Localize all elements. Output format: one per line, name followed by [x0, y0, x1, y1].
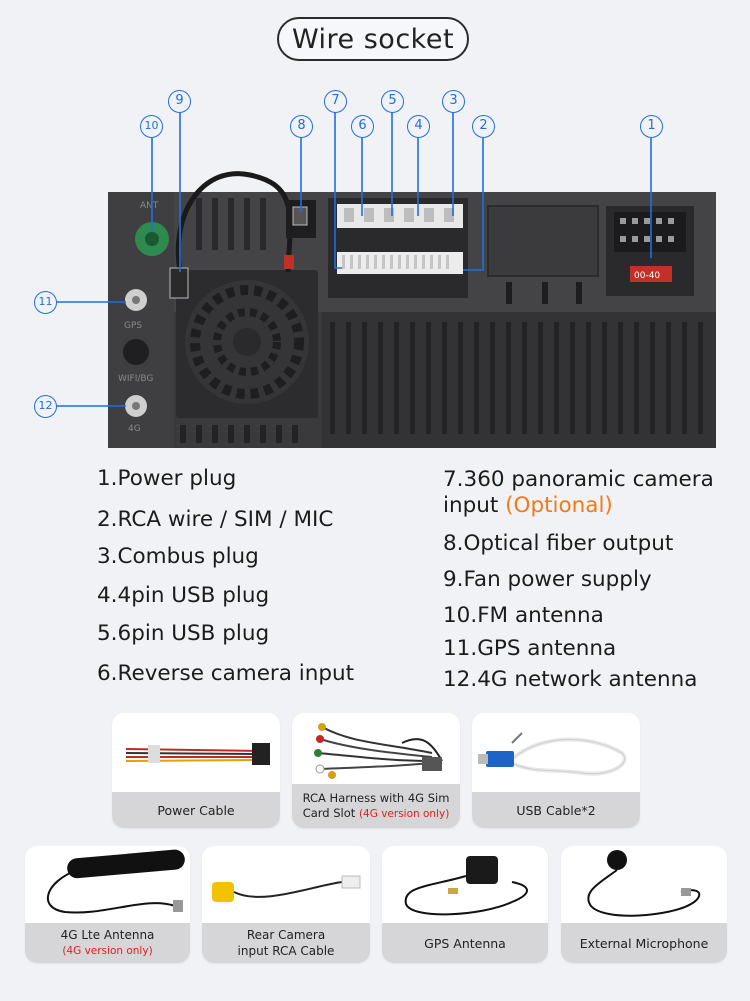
feature-item-2: 2.RCA wire / SIM / MIC — [97, 507, 334, 532]
wifi-port — [123, 339, 149, 365]
microphone-caption: External Microphone — [561, 923, 727, 963]
callout-9: 9 — [168, 90, 191, 113]
rca-harness-note: (4G version only) — [358, 807, 450, 820]
microphone-image — [587, 850, 701, 917]
callout-7: 7 — [324, 90, 347, 113]
callout-12: 12 — [34, 395, 57, 418]
rca-harness-label-2: Card Slot — [302, 805, 359, 820]
rear-camera-label: Rear Camera — [246, 928, 326, 942]
feature-item-3: 3.Combus plug — [97, 544, 259, 569]
callout-11: 11 — [34, 291, 57, 314]
4g-antenna-note: (4G version only) — [62, 945, 153, 957]
rear-camera-label-2: input RCA Cable — [237, 944, 335, 958]
rear-camera-cable-image — [212, 875, 361, 902]
usb-cable-image — [478, 732, 627, 776]
feature-item-4: 4.4pin USB plug — [97, 583, 270, 608]
gps-antenna-label: GPS Antenna — [424, 935, 506, 951]
gps-antenna-image — [404, 856, 528, 916]
callout-2: 2 — [472, 115, 495, 138]
accessory-card-rear-camera: Rear Camera input RCA Cable — [202, 846, 370, 963]
accessory-card-microphone: External Microphone — [561, 846, 727, 963]
power-cable-label: Power Cable — [157, 802, 235, 818]
svg-text:00-40: 00-40 — [634, 271, 660, 281]
accessory-card-4g-antenna: 4G Lte Antenna (4G version only) — [25, 846, 190, 963]
accessory-card-gps-antenna: GPS Antenna — [382, 846, 548, 963]
4g-antenna-label: 4G Lte Antenna — [60, 928, 155, 942]
feature-item-7-line2: input (Optional) — [443, 493, 613, 518]
feature-item-11: 11.GPS antenna — [443, 636, 617, 661]
feature-item-12: 12.4G network antenna — [443, 667, 698, 692]
usb-connector-row — [337, 204, 463, 228]
callout-6: 6 — [351, 115, 374, 138]
usb-cable-caption: USB Cable*2 — [472, 792, 640, 828]
callout-10: 10 — [140, 115, 163, 138]
feature-item-8: 8.Optical fiber output — [443, 531, 674, 556]
device-back-panel: ANT GPS WIFI/BG 4G — [56, 112, 716, 448]
page-title: Wire socket — [277, 17, 469, 61]
power-cable-image — [125, 743, 270, 765]
callout-4: 4 — [407, 115, 430, 138]
feature-item-9: 9.Fan power supply — [443, 567, 652, 592]
rear-camera-caption: Rear Camera input RCA Cable — [202, 923, 370, 963]
feature-item-10: 10.FM antenna — [443, 603, 604, 628]
accessory-card-rca-harness: RCA Harness with 4G Sim Card Slot (4G ve… — [292, 713, 460, 828]
callout-3: 3 — [442, 90, 465, 113]
gps-antenna-caption: GPS Antenna — [382, 923, 548, 963]
microphone-label: External Microphone — [579, 935, 709, 951]
rca-harness-label: RCA Harness with 4G Sim — [302, 790, 450, 805]
svg-text:WIFI/BG: WIFI/BG — [118, 374, 153, 384]
feature-item-5: 5.6pin USB plug — [97, 621, 270, 646]
accessory-card-usb-cable: USB Cable*2 — [472, 713, 640, 828]
usb-cable-label: USB Cable*2 — [516, 802, 596, 818]
4g-antenna-image — [46, 849, 185, 914]
rca-harness-caption: RCA Harness with 4G Sim Card Slot (4G ve… — [292, 784, 460, 828]
feature-item-1: 1.Power plug — [97, 466, 237, 491]
svg-text:ANT: ANT — [140, 201, 159, 211]
svg-text:GPS: GPS — [124, 321, 142, 331]
4g-antenna-caption: 4G Lte Antenna (4G version only) — [25, 923, 190, 963]
feature-item-6: 6.Reverse camera input — [97, 661, 355, 686]
svg-text:4G: 4G — [128, 424, 141, 434]
callout-1: 1 — [640, 115, 663, 138]
callout-8: 8 — [290, 115, 313, 138]
accessory-card-power-cable: Power Cable — [112, 713, 280, 828]
optional-tag: (Optional) — [505, 493, 613, 518]
feature-item-7-line1: 7.360 panoramic camera — [443, 467, 714, 492]
callout-5: 5 — [381, 90, 404, 113]
power-cable-caption: Power Cable — [112, 792, 280, 828]
rca-harness-image — [314, 723, 443, 779]
